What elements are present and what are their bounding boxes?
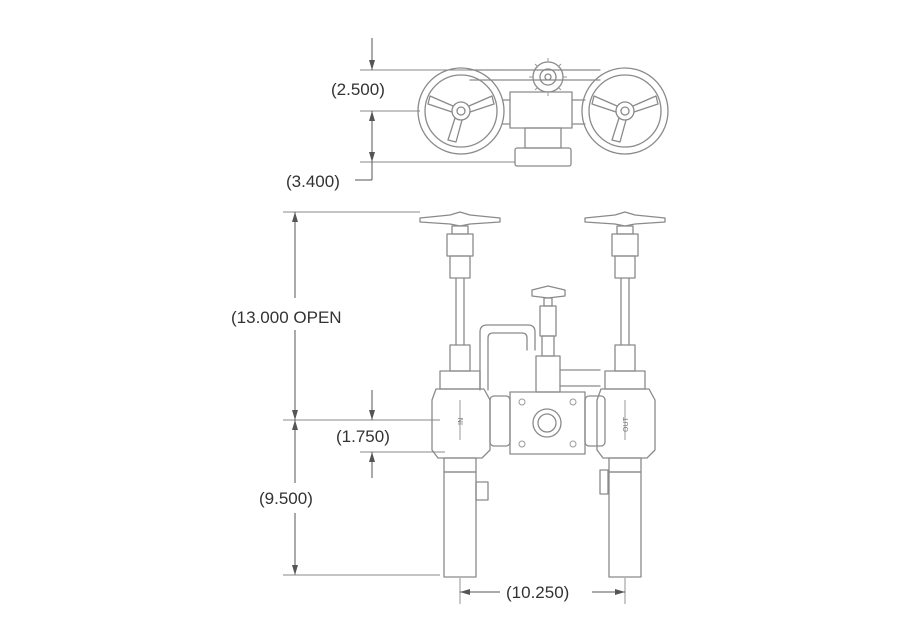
dimension-13000: (13.000 OPEN — [231, 211, 420, 420]
center-gear — [529, 58, 567, 96]
dimension-1750: (1.750) — [283, 390, 445, 478]
left-valve-marking: IN — [457, 418, 465, 425]
dimension-label-9500: (9.500) — [259, 489, 313, 508]
dimension-label-3400: (3.400) — [286, 172, 340, 191]
top-view — [417, 58, 669, 167]
dimension-label-1750: (1.750) — [336, 427, 390, 446]
left-valve — [419, 211, 501, 578]
dimension-9500: (9.500) — [259, 420, 440, 576]
right-valve — [584, 211, 666, 578]
dimension-2500: (2.500) — [331, 38, 505, 162]
dimension-10250: (10.250) — [459, 578, 626, 604]
dimension-label-13000: (13.000 OPEN — [231, 308, 342, 327]
front-view: IN OUT — [419, 211, 666, 578]
dimension-3400: (3.400) — [286, 152, 515, 191]
right-handwheel — [581, 67, 669, 155]
center-block — [479, 285, 606, 455]
dimension-label-10250: (10.250) — [506, 583, 569, 602]
left-handwheel — [417, 67, 505, 155]
right-valve-marking: OUT — [622, 416, 630, 432]
dimension-label-2500: (2.500) — [331, 80, 385, 99]
